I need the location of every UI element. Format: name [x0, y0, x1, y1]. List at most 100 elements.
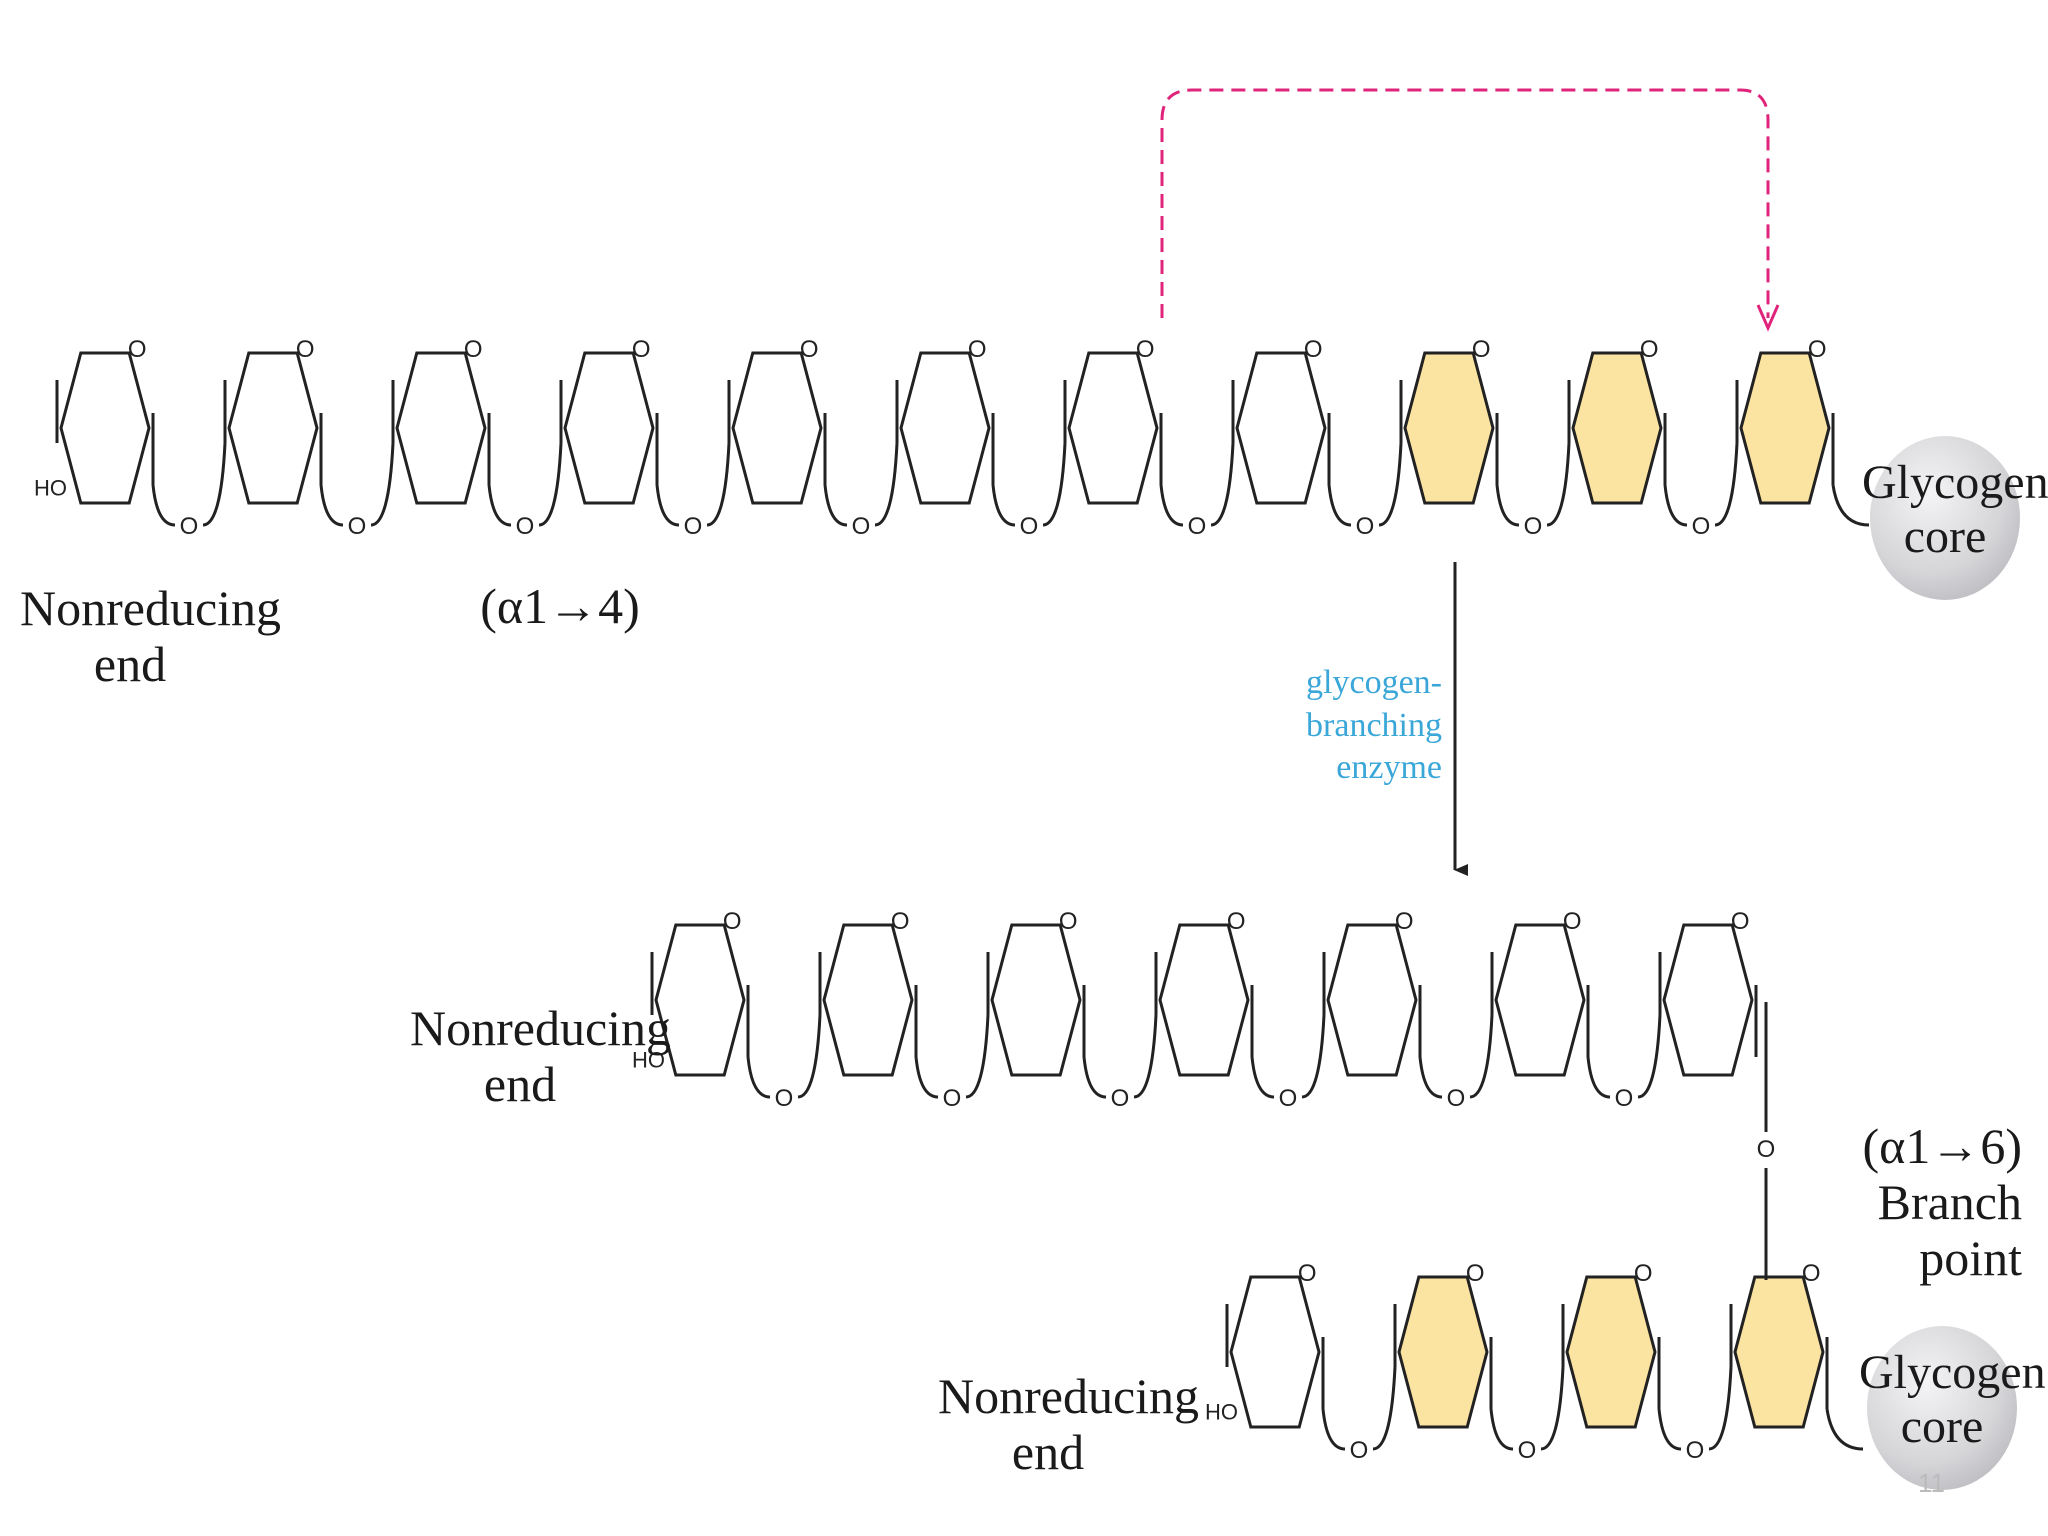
glycosidic-bond — [1714, 442, 1739, 527]
nonreducing-end-label-top: Nonreducing end — [20, 580, 282, 692]
glycosidic-bond — [1657, 1408, 1682, 1451]
bridge-oxygen: O — [516, 513, 535, 540]
bridge-oxygen: O — [1020, 513, 1039, 540]
glycosidic-bond — [319, 484, 344, 527]
glycosidic-bond — [1708, 1366, 1733, 1451]
glycosidic-bond — [655, 484, 680, 527]
glycosidic-bond — [1489, 1408, 1514, 1451]
bridge-oxygen: O — [1350, 1437, 1369, 1464]
glycosidic-bond — [1372, 1366, 1397, 1451]
glucose-ring — [822, 923, 914, 1077]
bridge-oxygen: O — [1356, 513, 1375, 540]
glycosidic-bond — [1546, 442, 1571, 527]
glucose-ring — [1739, 351, 1831, 505]
bridge-oxygen: O — [1111, 1085, 1130, 1112]
glycogen-core-top — [1870, 436, 2020, 600]
bridge-oxygen: O — [1518, 1437, 1537, 1464]
glucose-ring — [563, 351, 655, 505]
glycosidic-bond — [1133, 1014, 1158, 1099]
bridge-oxygen: O — [1692, 513, 1711, 540]
ring-oxygen: O — [296, 336, 315, 363]
bridge-oxygen: O — [348, 513, 367, 540]
ring-oxygen: O — [464, 336, 483, 363]
glycosidic-bond — [370, 442, 395, 527]
bridge-oxygen: O — [1615, 1085, 1634, 1112]
glucose-ring — [227, 351, 319, 505]
ring-oxygen: O — [1304, 336, 1323, 363]
transfer-arrow-head — [1756, 304, 1780, 332]
ring-oxygen: O — [128, 336, 147, 363]
glycosidic-bond — [487, 484, 512, 527]
glycosidic-bond — [1637, 1014, 1662, 1099]
glucose-ring — [1494, 923, 1586, 1077]
glycosidic-bond — [965, 1014, 990, 1099]
glycosidic-bond — [797, 1014, 822, 1099]
bridge-oxygen: O — [852, 513, 871, 540]
glucose-ring — [1662, 923, 1754, 1077]
glycosidic-bond — [538, 442, 563, 527]
ring-oxygen: O — [1395, 908, 1414, 935]
glucose-ring — [59, 351, 151, 505]
alpha14-label: (α1→4) — [480, 578, 640, 634]
glucose-ring — [654, 923, 746, 1077]
alpha16-branch-label: (α1→6) Branch point — [1862, 1118, 2023, 1286]
glycosidic-bond — [1495, 484, 1520, 527]
ring-oxygen: O — [1731, 908, 1750, 935]
glycosidic-bond — [746, 1056, 771, 1099]
glycosidic-bond — [202, 442, 227, 527]
bridge-oxygen: O — [1447, 1085, 1466, 1112]
glycosidic-bond — [1210, 442, 1235, 527]
glucose-ring — [990, 923, 1082, 1077]
bridge-oxygen: O — [684, 513, 703, 540]
glucose-ring — [899, 351, 991, 505]
ring-oxygen: O — [1298, 1260, 1317, 1287]
ring-oxygen: O — [1059, 908, 1078, 935]
reducing-bond — [1825, 1408, 1864, 1451]
bridge-oxygen: O — [1686, 1437, 1705, 1464]
enzyme-label: glycogen-branching enzyme — [1306, 664, 1442, 786]
hydroxyl-label: HO — [34, 476, 67, 501]
ring-oxygen: O — [632, 336, 651, 363]
glucose-ring — [1229, 1275, 1321, 1429]
ring-oxygen: O — [891, 908, 910, 935]
glycosidic-bond — [1250, 1056, 1275, 1099]
glucose-ring — [1067, 351, 1159, 505]
ring-oxygen: O — [1802, 1260, 1821, 1287]
bridge-oxygen: O — [1188, 513, 1207, 540]
glycosidic-bond — [1586, 1056, 1611, 1099]
glycosidic-bond — [1042, 442, 1067, 527]
bridge-oxygen: O — [1279, 1085, 1298, 1112]
reducing-bond — [1831, 484, 1870, 527]
page-number: 11 — [1918, 1468, 1945, 1498]
glucose-ring — [1235, 351, 1327, 505]
bridge-oxygen: O — [180, 513, 199, 540]
ring-oxygen: O — [1640, 336, 1659, 363]
glycosidic-bond — [1327, 484, 1352, 527]
glycosidic-bond — [1418, 1056, 1443, 1099]
glucose-ring — [395, 351, 487, 505]
ring-oxygen: O — [1466, 1260, 1485, 1287]
ring-oxygen: O — [968, 336, 987, 363]
branch-oxygen: O — [1757, 1136, 1776, 1163]
glycogen-core-label-top: Glycogen core — [1862, 456, 2048, 563]
glycosidic-bond — [151, 484, 176, 527]
ring-oxygen: O — [1136, 336, 1155, 363]
ring-oxygen: O — [1472, 336, 1491, 363]
glucose-ring — [1565, 1275, 1657, 1429]
ring-oxygen: O — [1227, 908, 1246, 935]
bridge-oxygen: O — [943, 1085, 962, 1112]
ring-oxygen: O — [800, 336, 819, 363]
nonreducing-end-label-middle: Nonreducing end — [410, 1000, 672, 1112]
ring-oxygen: O — [1808, 336, 1827, 363]
glycosidic-bond — [991, 484, 1016, 527]
glycogen-core-label-bottom: Glycogen core — [1859, 1346, 2046, 1453]
glycosidic-bond — [1082, 1056, 1107, 1099]
glucose-ring — [1571, 351, 1663, 505]
glycogen-core-bottom — [1867, 1326, 2017, 1490]
glycosidic-bond — [914, 1056, 939, 1099]
hydroxyl-label: HO — [1205, 1400, 1238, 1425]
